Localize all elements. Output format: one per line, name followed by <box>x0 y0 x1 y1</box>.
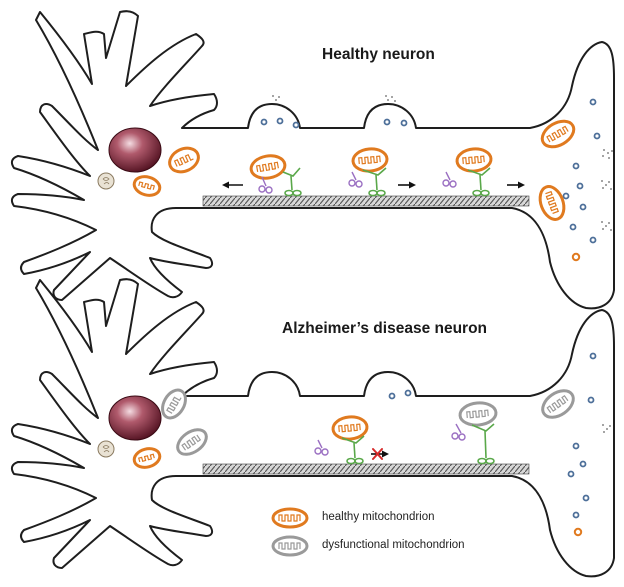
blocked-transport-icon <box>372 448 383 460</box>
transport-complex-anterograde-1 <box>348 147 389 197</box>
alzheimers-neuron-title: Alzheimer’s disease neuron <box>282 320 488 337</box>
transport-complex-stalled <box>314 415 369 465</box>
healthy-mitochondrion-icon <box>540 119 576 149</box>
healthy-mitochondrion-icon <box>455 147 493 173</box>
healthy-neuron-outline <box>10 10 615 310</box>
dysfunctional-mitochondrion-icon <box>176 428 208 456</box>
lysosome-icon <box>97 440 115 458</box>
dysfunctional-mitochondrion-icon <box>458 401 498 427</box>
healthy-mitochondrion-icon <box>331 415 369 441</box>
adaptor-protein-icon <box>348 171 363 188</box>
adaptor-protein-icon <box>258 176 273 194</box>
legend-dysfunctional-label: dysfunctional mitochondrion <box>322 539 465 551</box>
motor-protein-icon <box>282 167 302 197</box>
healthy-microtubule <box>202 195 530 207</box>
motor-protein-icon <box>341 435 365 465</box>
ad-microtubule <box>202 463 530 475</box>
dysfunctional-mitochondrion-icon <box>161 388 187 420</box>
lysosome-icon <box>97 172 115 190</box>
nucleus-icon <box>108 127 162 173</box>
healthy-neuron <box>10 10 615 310</box>
dysfunctional-mitochondrion-icon <box>541 389 575 419</box>
arrowhead-blocked <box>382 450 389 458</box>
transport-complex-retrograde <box>249 154 302 197</box>
motor-protein-icon <box>467 167 491 197</box>
motor-protein-icon <box>362 167 387 197</box>
exocytosis-site-icon <box>272 95 613 231</box>
legend-healthy-label: healthy mitochondrion <box>322 511 435 523</box>
ad-neuron-outline <box>10 278 615 578</box>
arrowhead-anterograde-1 <box>409 181 416 189</box>
legend <box>271 507 309 557</box>
transport-complex-anterograde-2 <box>442 147 493 197</box>
motor-protein-icon <box>471 423 495 465</box>
healthy-mitochondrion-icon <box>351 147 389 173</box>
arrowhead-retrograde <box>222 181 229 189</box>
nucleus-icon <box>108 395 162 441</box>
healthy-mitochondrion-icon <box>132 447 162 469</box>
adaptor-protein-icon <box>451 423 466 441</box>
transport-complex-dysfunctional <box>451 401 498 465</box>
healthy-mitochondrion-icon <box>168 146 200 174</box>
adaptor-protein-icon <box>314 439 329 456</box>
healthy-mitochondrion-icon <box>132 175 162 197</box>
healthy-mitochondrion-icon <box>249 154 287 180</box>
healthy-mitochondrion-icon <box>271 507 309 529</box>
healthy-mitochondrion-icon <box>538 185 566 221</box>
synaptic-vesicle-icon <box>388 352 597 519</box>
alzheimers-neuron <box>10 278 615 578</box>
synaptic-vesicle-icon <box>571 252 581 262</box>
synaptic-vesicle-icon <box>260 98 601 244</box>
synaptic-vesicle-icon <box>573 527 583 537</box>
arrowhead-anterograde-2 <box>518 181 525 189</box>
dysfunctional-mitochondrion-icon <box>271 535 309 557</box>
healthy-neuron-title: Healthy neuron <box>322 46 435 63</box>
adaptor-protein-icon <box>442 171 457 188</box>
exocytosis-site-icon <box>602 424 611 433</box>
